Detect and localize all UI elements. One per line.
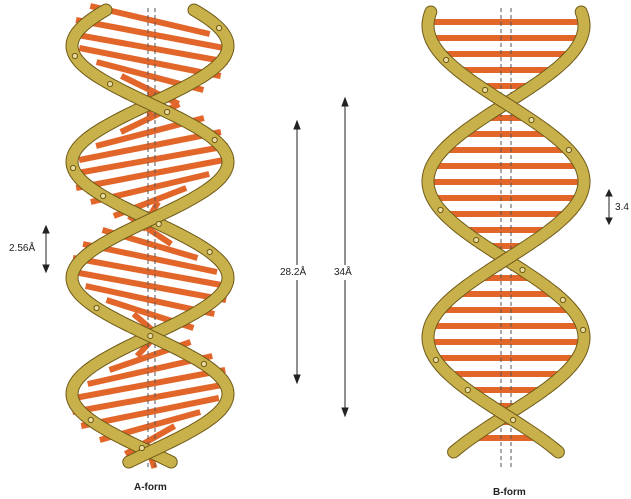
b-rise-arrowhead-bottom	[606, 218, 612, 224]
a-base-pair-10	[72, 146, 228, 174]
a-phosphate-2	[101, 193, 106, 198]
a-phosphate-0	[217, 25, 222, 30]
b-phosphate-0	[438, 207, 443, 212]
a-phosphate-3	[156, 221, 161, 226]
a-phosphate-6	[139, 445, 144, 450]
a-rise-arrowhead-top	[43, 226, 49, 233]
a-phosphate-1	[71, 165, 76, 170]
a-phosphate-13	[201, 361, 206, 366]
b-form-caption: B-form	[493, 487, 526, 498]
b-phosphate-7	[529, 117, 534, 122]
b-rise-label: 3.4	[615, 202, 629, 213]
a-base-pair-2	[72, 34, 228, 62]
a-rise-arrowhead-bottom	[43, 265, 49, 272]
b-phosphate-8	[566, 147, 571, 152]
a-phosphate-7	[72, 53, 77, 58]
b-pitch-arrowhead-top	[342, 98, 348, 106]
b-pitch-arrowhead-bottom	[342, 408, 348, 416]
b-phosphate-2	[520, 267, 525, 272]
a-form-helix	[71, 6, 229, 468]
b-phosphate-1	[474, 237, 479, 242]
a-phosphate-10	[212, 137, 217, 142]
b-phosphate-5	[444, 57, 449, 62]
a-phosphate-5	[88, 417, 93, 422]
b-rise-arrowhead-top	[606, 190, 612, 196]
a-pitch-arrowhead-bottom	[294, 375, 300, 383]
a-phosphate-9	[165, 109, 170, 114]
b-phosphate-4	[581, 327, 586, 332]
b-phosphate-6	[483, 87, 488, 92]
a-phosphate-11	[94, 305, 99, 310]
b-phosphate-11	[510, 417, 515, 422]
a-form-caption: A-form	[134, 482, 167, 493]
b-phosphate-9	[433, 357, 438, 362]
a-phosphate-4	[207, 249, 212, 254]
a-pitch-arrowhead-top	[294, 121, 300, 129]
b-phosphate-3	[560, 297, 565, 302]
dimension-arrows	[43, 98, 612, 416]
a-pitch-label: 28.2Å	[280, 265, 306, 280]
b-phosphate-10	[465, 387, 470, 392]
a-rise-label: 2.56Å	[9, 243, 35, 254]
a-phosphate-12	[148, 333, 153, 338]
b-form-helix	[428, 8, 586, 468]
b-pitch-label: 34Å	[334, 265, 352, 280]
a-phosphate-8	[108, 81, 113, 86]
